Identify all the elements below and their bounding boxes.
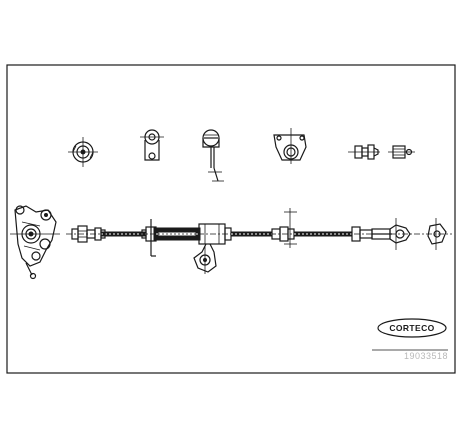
detail-union-fitting	[348, 144, 380, 160]
detail-round-fitting	[68, 137, 98, 167]
hose-end-fitting-left	[71, 225, 102, 243]
hose-mount-bracket	[193, 223, 226, 274]
hose-segment-1	[100, 229, 147, 239]
hose-middle-fitting	[145, 219, 201, 257]
detail-bracket-clip	[140, 129, 164, 161]
detail-hex-nut	[388, 145, 415, 159]
dimension-marker	[284, 208, 297, 248]
caliper-mount	[10, 205, 60, 280]
part-number: 19033518	[403, 351, 448, 361]
banjo-end-fitting	[371, 218, 411, 250]
detail-banjo-clip	[202, 129, 224, 182]
detail-flange-mount	[273, 128, 307, 164]
hose-segment-3	[287, 226, 392, 242]
brand-logo-text: CORTECO	[389, 323, 434, 333]
drawing-frame	[6, 64, 456, 374]
brand-logo: CORTECO	[377, 318, 447, 338]
end-view-fitting	[427, 218, 447, 250]
